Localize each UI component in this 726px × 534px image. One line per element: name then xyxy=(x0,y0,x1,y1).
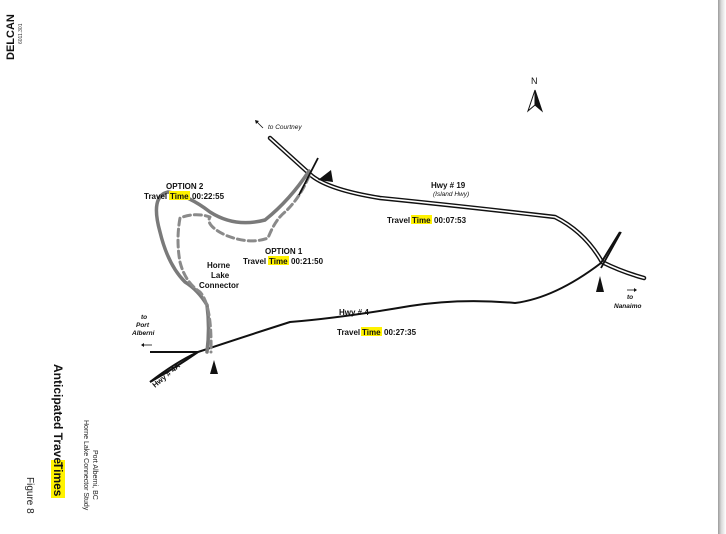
option2-time-word: Time xyxy=(170,192,189,201)
junction-tick-east xyxy=(600,231,622,269)
title-times: Times xyxy=(51,462,65,497)
to-port-alberni-line-1: to xyxy=(141,314,147,321)
title-main: Anticipated Travel xyxy=(51,364,65,467)
figure-label: Figure 8 xyxy=(24,477,35,514)
hwy4-time-word: Time xyxy=(362,328,381,337)
title-block: Anticipated Travel Times xyxy=(51,364,65,498)
to-courtney-label: to Courtney xyxy=(268,124,302,131)
hwy19-travel-word: Travel xyxy=(387,216,410,225)
option2-highlight xyxy=(169,191,190,200)
hwy4-time-value: 00:27:35 xyxy=(384,328,417,337)
option1-label: OPTION 1 xyxy=(265,247,303,256)
hwy4a-road xyxy=(149,351,199,383)
hwy19-highlight xyxy=(411,215,432,224)
hwy19-label: Hwy # 19 xyxy=(431,181,466,190)
north-arrow-left-icon xyxy=(526,89,536,113)
north-arrow: N xyxy=(526,76,544,113)
to-nanaimo-to: to xyxy=(627,294,633,301)
option2-label: OPTION 2 xyxy=(166,182,204,191)
connector-line-2: Lake xyxy=(211,271,230,280)
hwy4-label: Hwy # 4 xyxy=(339,308,369,317)
north-arrow-right-icon xyxy=(534,89,544,113)
hwy19-road xyxy=(267,135,647,281)
logo-group: DELCAN xyxy=(5,14,17,60)
to-nanaimo-arrowhead-icon xyxy=(634,288,637,292)
hwy4a-label: Hwy # 4A xyxy=(151,361,183,390)
to-port-alberni-line-3: Alberni xyxy=(131,330,155,337)
study-name: Horne Lake Connector Study xyxy=(82,420,89,511)
to-port-alberni-arrowhead-icon xyxy=(141,343,144,347)
option1-travel-word: Travel xyxy=(243,257,266,266)
junction-marker-east-icon xyxy=(596,276,604,292)
hwy4-highlight xyxy=(361,327,382,336)
to-courtney-arrowhead-icon xyxy=(255,120,259,124)
option1-route xyxy=(176,174,311,354)
hwy19-time-value: 00:07:53 xyxy=(434,216,467,225)
page-edge-shadow xyxy=(718,0,726,534)
doc-code-group: 6011.301 xyxy=(18,23,24,44)
to-nanaimo-label: Nanaimo xyxy=(614,303,641,310)
logo-text: DELCAN xyxy=(5,14,17,60)
junction-tick-north xyxy=(298,157,319,196)
study-location: Port Alberni, BC xyxy=(91,450,98,500)
study-block: Horne Lake Connector Study xyxy=(82,420,89,511)
connector-label: Horne Lake Connector xyxy=(199,261,239,290)
option1-time-word: Time xyxy=(269,257,288,266)
document-code: 6011.301 xyxy=(18,23,24,44)
figure-block: Figure 8 xyxy=(24,477,35,514)
title-highlight xyxy=(51,460,65,498)
hwy19-time-word: Time xyxy=(412,216,431,225)
to-port-alberni-label: to Port Alberni xyxy=(131,314,155,337)
hwy19-travel-time: Travel Time 00:07:53 xyxy=(387,215,467,225)
hwy4-travel-time: Travel Time 00:27:35 xyxy=(337,327,417,337)
option2-time-value: 00:22:55 xyxy=(192,192,225,201)
hwy4-travel-word: Travel xyxy=(337,328,360,337)
to-port-alberni-line-2: Port xyxy=(136,322,150,329)
location-block: Port Alberni, BC xyxy=(91,450,98,500)
north-label: N xyxy=(531,76,538,86)
option1-highlight xyxy=(268,256,289,265)
option1-travel-time: Travel Time 00:21:50 xyxy=(243,256,324,266)
junction-marker-north-icon xyxy=(318,170,333,182)
connector-line-3: Connector xyxy=(199,281,239,290)
option1-time-value: 00:21:50 xyxy=(291,257,324,266)
junction-marker-west-icon xyxy=(210,360,218,374)
hwy4-road xyxy=(149,231,621,383)
hwy19-sub: (Island Hwy) xyxy=(433,191,469,198)
option2-travel-word: Travel xyxy=(144,192,167,201)
option2-travel-time: Travel Time 00:22:55 xyxy=(144,191,225,201)
hwy4a-label-group: Hwy # 4A xyxy=(151,361,183,390)
connector-line-1: Horne xyxy=(207,261,231,270)
